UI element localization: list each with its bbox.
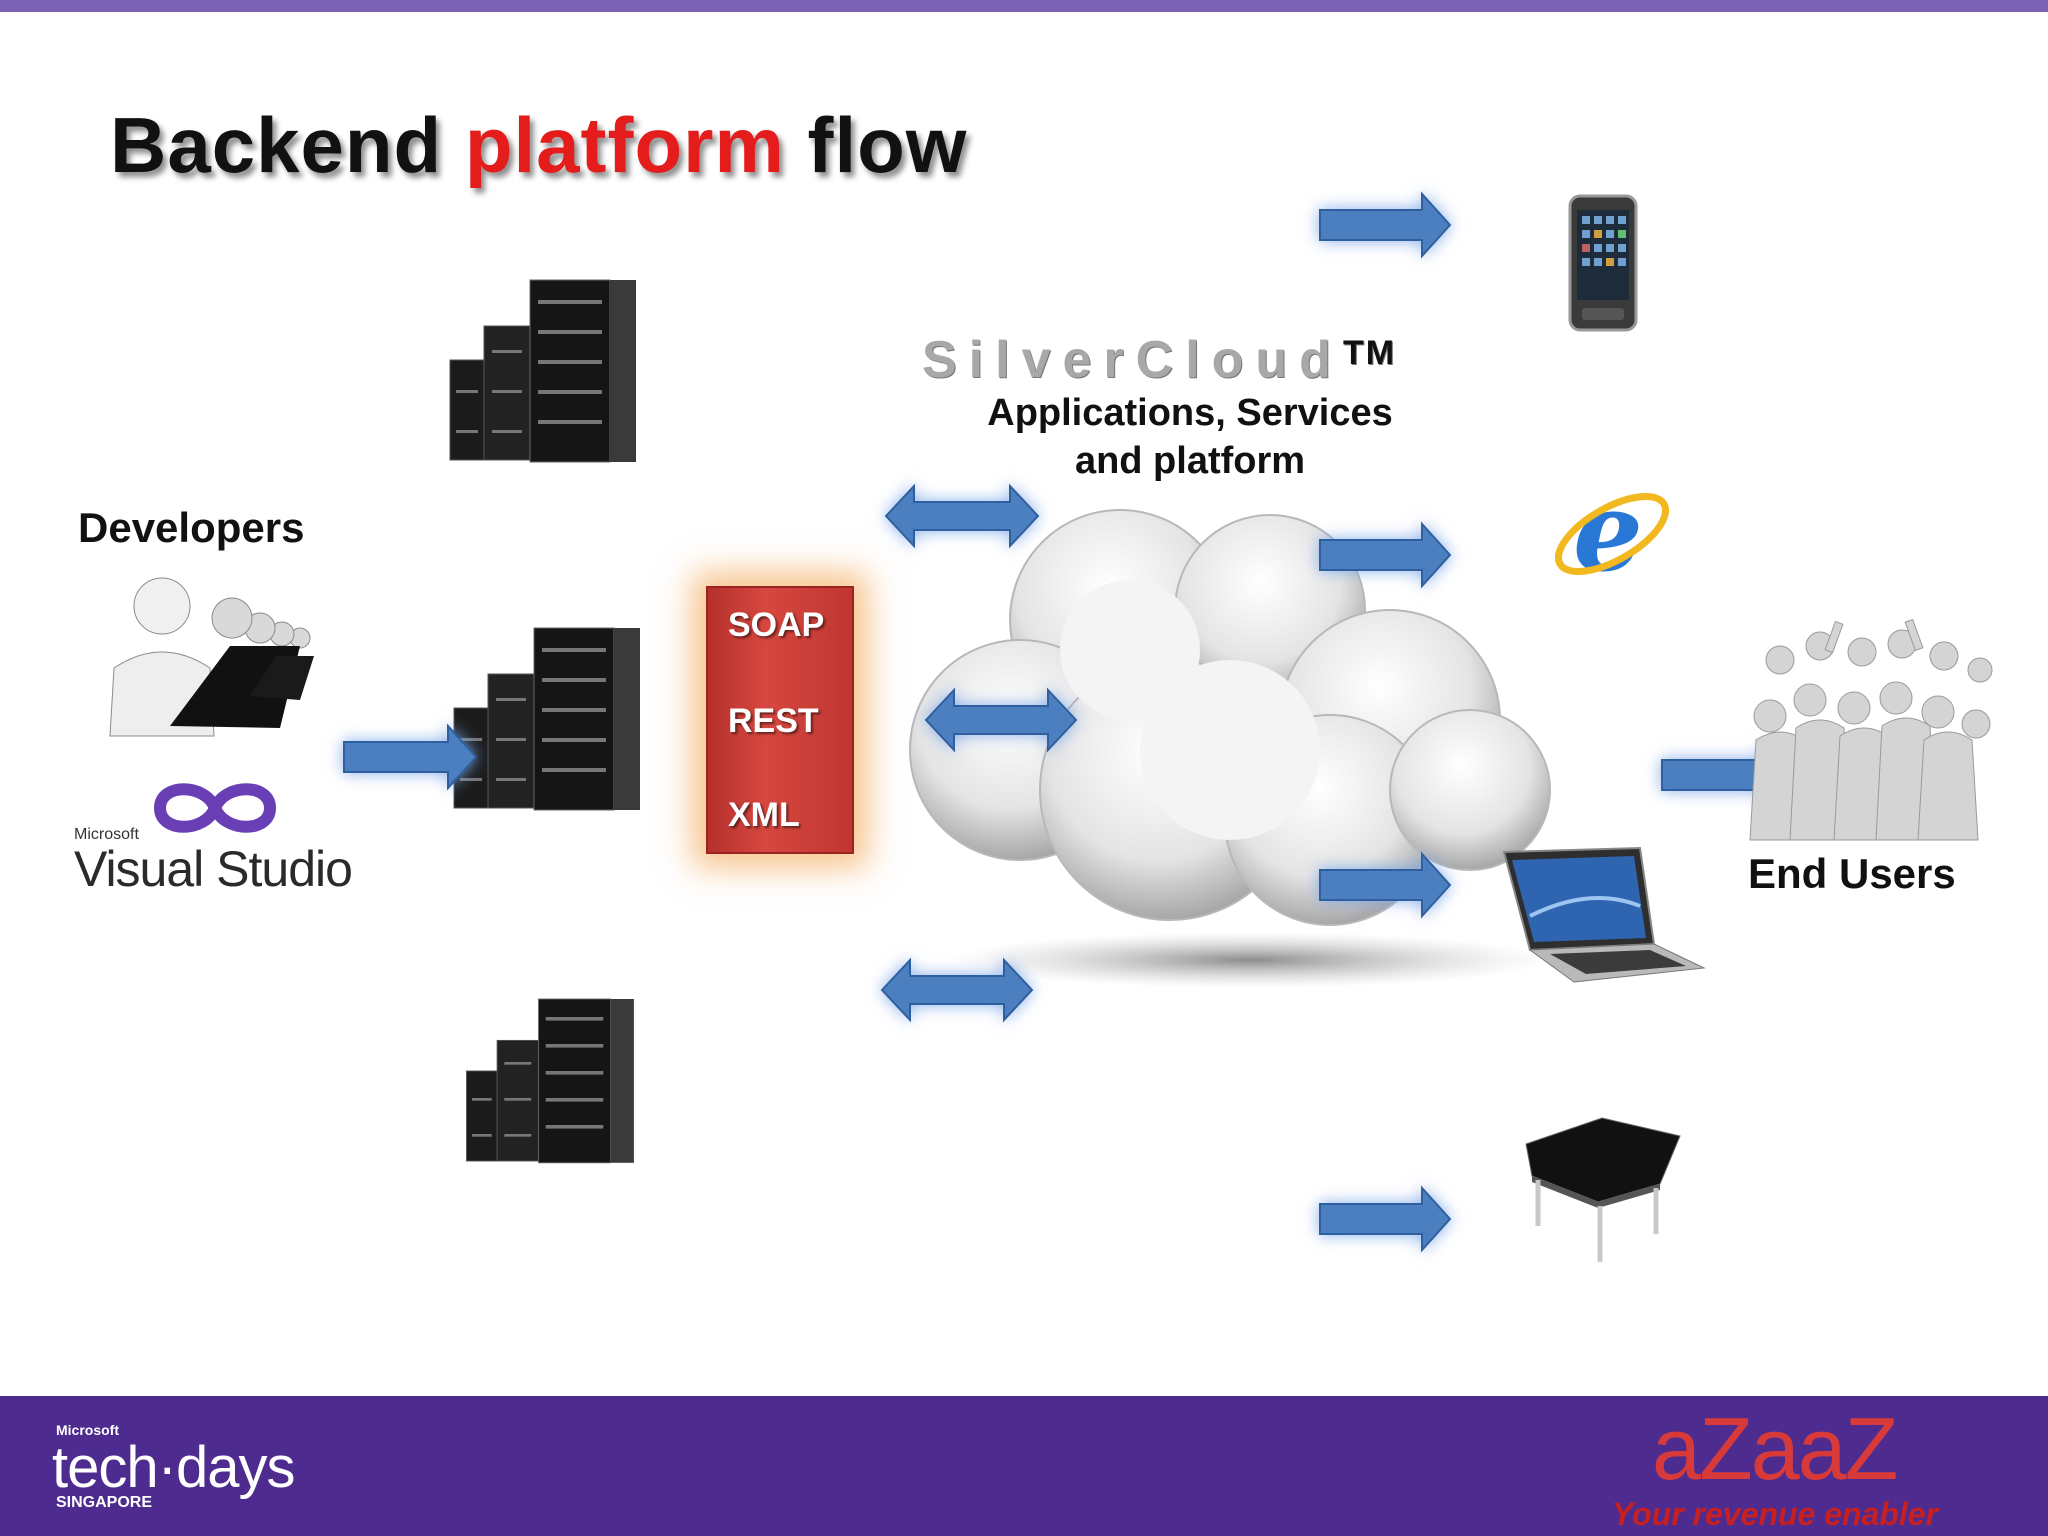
footer-bar (0, 1396, 2048, 1536)
internet-explorer-icon: e (1554, 467, 1670, 596)
title-part-1: Backend (110, 101, 465, 189)
developers-icon (109, 577, 314, 737)
cloud-subtitle-line2: and platform (1074, 440, 1306, 482)
cloud-subtitle-line1: Applications, Services (987, 392, 1393, 434)
protocol-box: SOAP REST XML (706, 586, 854, 854)
arrow-dev-to-server (343, 723, 478, 791)
silvercloud-brand: SilverCloudTM (922, 330, 1396, 390)
slide-title: Backend platform flow (110, 100, 967, 191)
server-rack-bottom-icon (466, 998, 634, 1164)
server-rack-top-icon (449, 279, 636, 463)
laptop-icon (1502, 846, 1706, 983)
double-arrow-middle (924, 687, 1078, 753)
end-users-crowd-icon (1749, 618, 1993, 841)
visual-studio-icon (153, 783, 277, 833)
surface-table-icon (1525, 1117, 1681, 1262)
arrow-to-browser (1319, 521, 1452, 589)
techdays-vendor: Microsoft (56, 1422, 119, 1438)
protocol-rest: REST (728, 702, 819, 740)
silvercloud-name: SilverCloud (922, 331, 1343, 389)
protocol-xml: XML (728, 796, 800, 834)
double-arrow-top (884, 483, 1040, 549)
server-rack-middle-icon (453, 627, 640, 811)
visual-studio-name: Visual Studio (74, 841, 353, 897)
title-highlight: platform (464, 101, 785, 189)
arrow-to-table (1319, 1185, 1452, 1253)
top-accent-bar (0, 0, 2048, 12)
smartphone-icon (1568, 194, 1638, 332)
protocol-soap: SOAP (728, 606, 825, 644)
visual-studio-vendor: Microsoft (74, 826, 139, 843)
developers-label: Developers (78, 504, 305, 551)
techdays-location: SINGAPORE (56, 1494, 153, 1511)
azaaz-logo: aZaaZ (1652, 1399, 1898, 1498)
arrow-to-laptop (1319, 851, 1452, 919)
trademark-mark: TM (1342, 334, 1397, 372)
svg-text:e: e (1573, 467, 1643, 596)
double-arrow-bottom (880, 957, 1034, 1023)
end-users-label: End Users (1748, 850, 1956, 897)
techdays-logo: tech·days (52, 1435, 295, 1500)
azaaz-tagline: Your revenue enabler (1612, 1496, 1939, 1532)
arrow-to-phone (1319, 191, 1452, 259)
title-part-3: flow (784, 101, 968, 189)
